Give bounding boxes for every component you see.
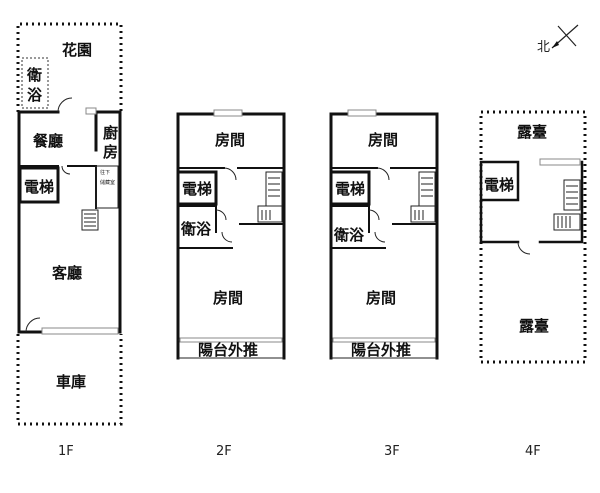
door-2f-bedroom xyxy=(223,167,237,181)
room-label-terrace-top: 露臺 xyxy=(517,123,547,141)
door-1f-garden xyxy=(57,97,73,113)
stair-2f-lower xyxy=(257,205,283,223)
wall-2f-outer xyxy=(176,112,286,360)
window-4f-core xyxy=(539,158,581,166)
stair-2f xyxy=(265,171,283,207)
door-3f-bath xyxy=(368,209,380,221)
floor-plan-2f: 房間 電梯 衛浴 房間 陽台外推 2F xyxy=(176,109,286,459)
wall-3f-bath xyxy=(330,205,386,249)
room-label-garden: 花園 xyxy=(62,41,92,59)
room-label-garage: 車庫 xyxy=(56,373,86,391)
room-label-bath-2f: 衛浴 xyxy=(180,220,212,238)
room-label-bedroom-main-3f: 房間 xyxy=(366,289,396,307)
label-stair-note-1: 往下 xyxy=(100,169,110,176)
room-label-bath-1: 衛 xyxy=(26,66,42,84)
stair-2f-steps xyxy=(261,177,280,220)
room-label-bath-2: 浴 xyxy=(27,86,43,104)
stair-1f-lower xyxy=(81,209,99,231)
north-arrow-head xyxy=(552,41,559,48)
room-label-kitchen-1: 廚 xyxy=(103,124,118,142)
garden-bath-outline xyxy=(21,57,49,109)
label-stair-note-2: 儲藏室 xyxy=(100,179,115,186)
stair-4f-steps xyxy=(566,185,578,205)
room-label-bedroom-main-2f: 房間 xyxy=(213,289,243,307)
room-label-elevator-1f: 電梯 xyxy=(24,178,54,196)
window-3f-top xyxy=(347,109,377,117)
room-label-balcony-3f: 陽台外推 xyxy=(351,341,411,359)
elevator-1f-shaft xyxy=(18,166,60,204)
stair-1f-steps xyxy=(84,213,96,227)
room-label-terrace-bottom: 露臺 xyxy=(519,317,549,335)
room-label-bedroom-top-3f: 房間 xyxy=(368,131,398,149)
door-4f-terrace xyxy=(517,241,531,255)
room-label-kitchen-2: 房 xyxy=(103,143,118,161)
floor-label-2f: 2F xyxy=(216,444,232,459)
elevator-3f-shaft xyxy=(329,170,371,206)
wall-1f-outer xyxy=(17,110,122,334)
room-label-bath-3f: 衛浴 xyxy=(333,226,365,244)
window-2f-top xyxy=(213,109,243,117)
stair-4f-lower xyxy=(553,213,581,231)
floor-plan-3f: 房間 電梯 衛浴 房間 陽台外推 3F xyxy=(329,109,439,459)
floor-label-3f: 3F xyxy=(384,444,400,459)
floor-plan-1f: 花園 衛 浴 餐廳 廚 房 電梯 往下 儲藏室 客廳 車庫 1F xyxy=(16,22,123,459)
window-1f-top xyxy=(85,107,97,115)
room-label-dining: 餐廳 xyxy=(33,132,63,150)
door-2f-hall xyxy=(221,231,233,243)
stair-3f xyxy=(418,171,436,207)
room-label-elevator-4f: 電梯 xyxy=(484,176,514,194)
room-label-elevator-2f: 電梯 xyxy=(182,180,212,198)
room-label-bedroom-top-2f: 房間 xyxy=(215,131,245,149)
door-3f-bedroom xyxy=(376,167,390,181)
stair-4f xyxy=(563,179,581,211)
stair-3f-lower xyxy=(410,205,436,223)
room-label-elevator-3f: 電梯 xyxy=(335,180,365,198)
stair-4f-lower-steps xyxy=(557,216,571,228)
window-2f-balcony xyxy=(179,337,283,343)
window-1f-front xyxy=(41,327,119,335)
garden-boundary xyxy=(16,22,123,112)
floor-label-1f: 1F xyxy=(58,444,74,459)
floor-plan-4f: 露臺 電梯 露臺 4F xyxy=(479,110,587,459)
window-3f-balcony xyxy=(332,337,436,343)
room-label-living: 客廳 xyxy=(51,264,82,282)
north-arrow-icon: 北 xyxy=(537,24,579,55)
stair-3f-steps xyxy=(414,177,433,220)
room-label-balcony-2f: 陽台外推 xyxy=(198,341,258,359)
floor-label-4f: 4F xyxy=(525,444,541,459)
wall-2f-bath xyxy=(177,205,233,249)
door-2f-bath xyxy=(215,209,227,221)
door-3f-hall xyxy=(374,231,386,243)
door-1f-front xyxy=(25,317,41,333)
door-1f-hall xyxy=(61,165,71,175)
wall-4f-core xyxy=(479,160,584,244)
elevator-2f-shaft xyxy=(176,170,218,206)
stair-1f xyxy=(95,165,119,209)
compass-label: 北 xyxy=(537,40,550,55)
